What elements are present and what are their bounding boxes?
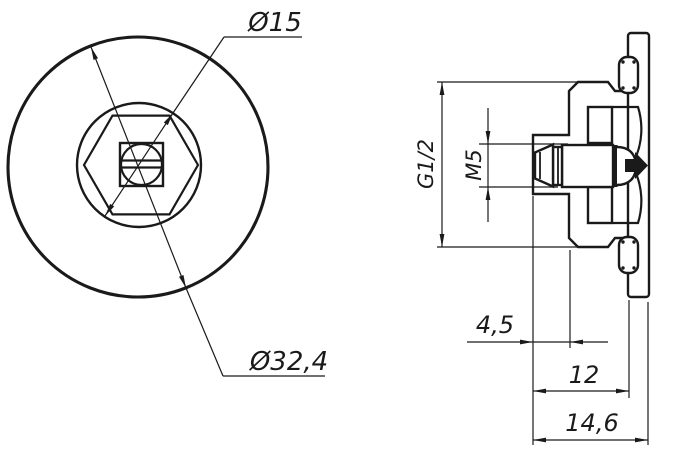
- body-outline: [531, 80, 628, 249]
- screw-assembly: [533, 142, 648, 189]
- dim-label-d32: Ø32,4: [249, 347, 328, 377]
- hex-socket: [82, 114, 200, 216]
- gasket-upper: [617, 55, 640, 95]
- front-view: Ø15 Ø32,4: [6, 8, 328, 377]
- dim-label-d15: Ø15: [247, 8, 302, 38]
- upper-lug: [586, 105, 614, 145]
- dim-label-g12: G1/2: [414, 139, 438, 189]
- screw-shank: [560, 143, 615, 189]
- side-view-dimensions: G1/2 M5 4,5 12 14,6: [414, 81, 649, 445]
- screw-head-circle: [119, 142, 164, 187]
- dim-label-12: 12: [569, 361, 600, 389]
- slot-mark-tip: [635, 152, 648, 179]
- side-view: G1/2 M5 4,5 12 14,6: [414, 31, 651, 445]
- dim-label-146: 14,6: [565, 409, 618, 437]
- leader-extension: [172, 36, 225, 114]
- dim-label-m5: M5: [462, 149, 486, 180]
- slot-mark: [625, 159, 635, 172]
- outer-circle: [6, 35, 270, 299]
- screw-tip: [533, 142, 555, 189]
- leader-extension: [185, 287, 224, 377]
- lower-lug: [586, 185, 614, 225]
- dim-outer-diameter: Ø32,4: [90, 46, 328, 377]
- dim-label-45: 4,5: [476, 311, 514, 339]
- gasket-lower: [617, 235, 640, 275]
